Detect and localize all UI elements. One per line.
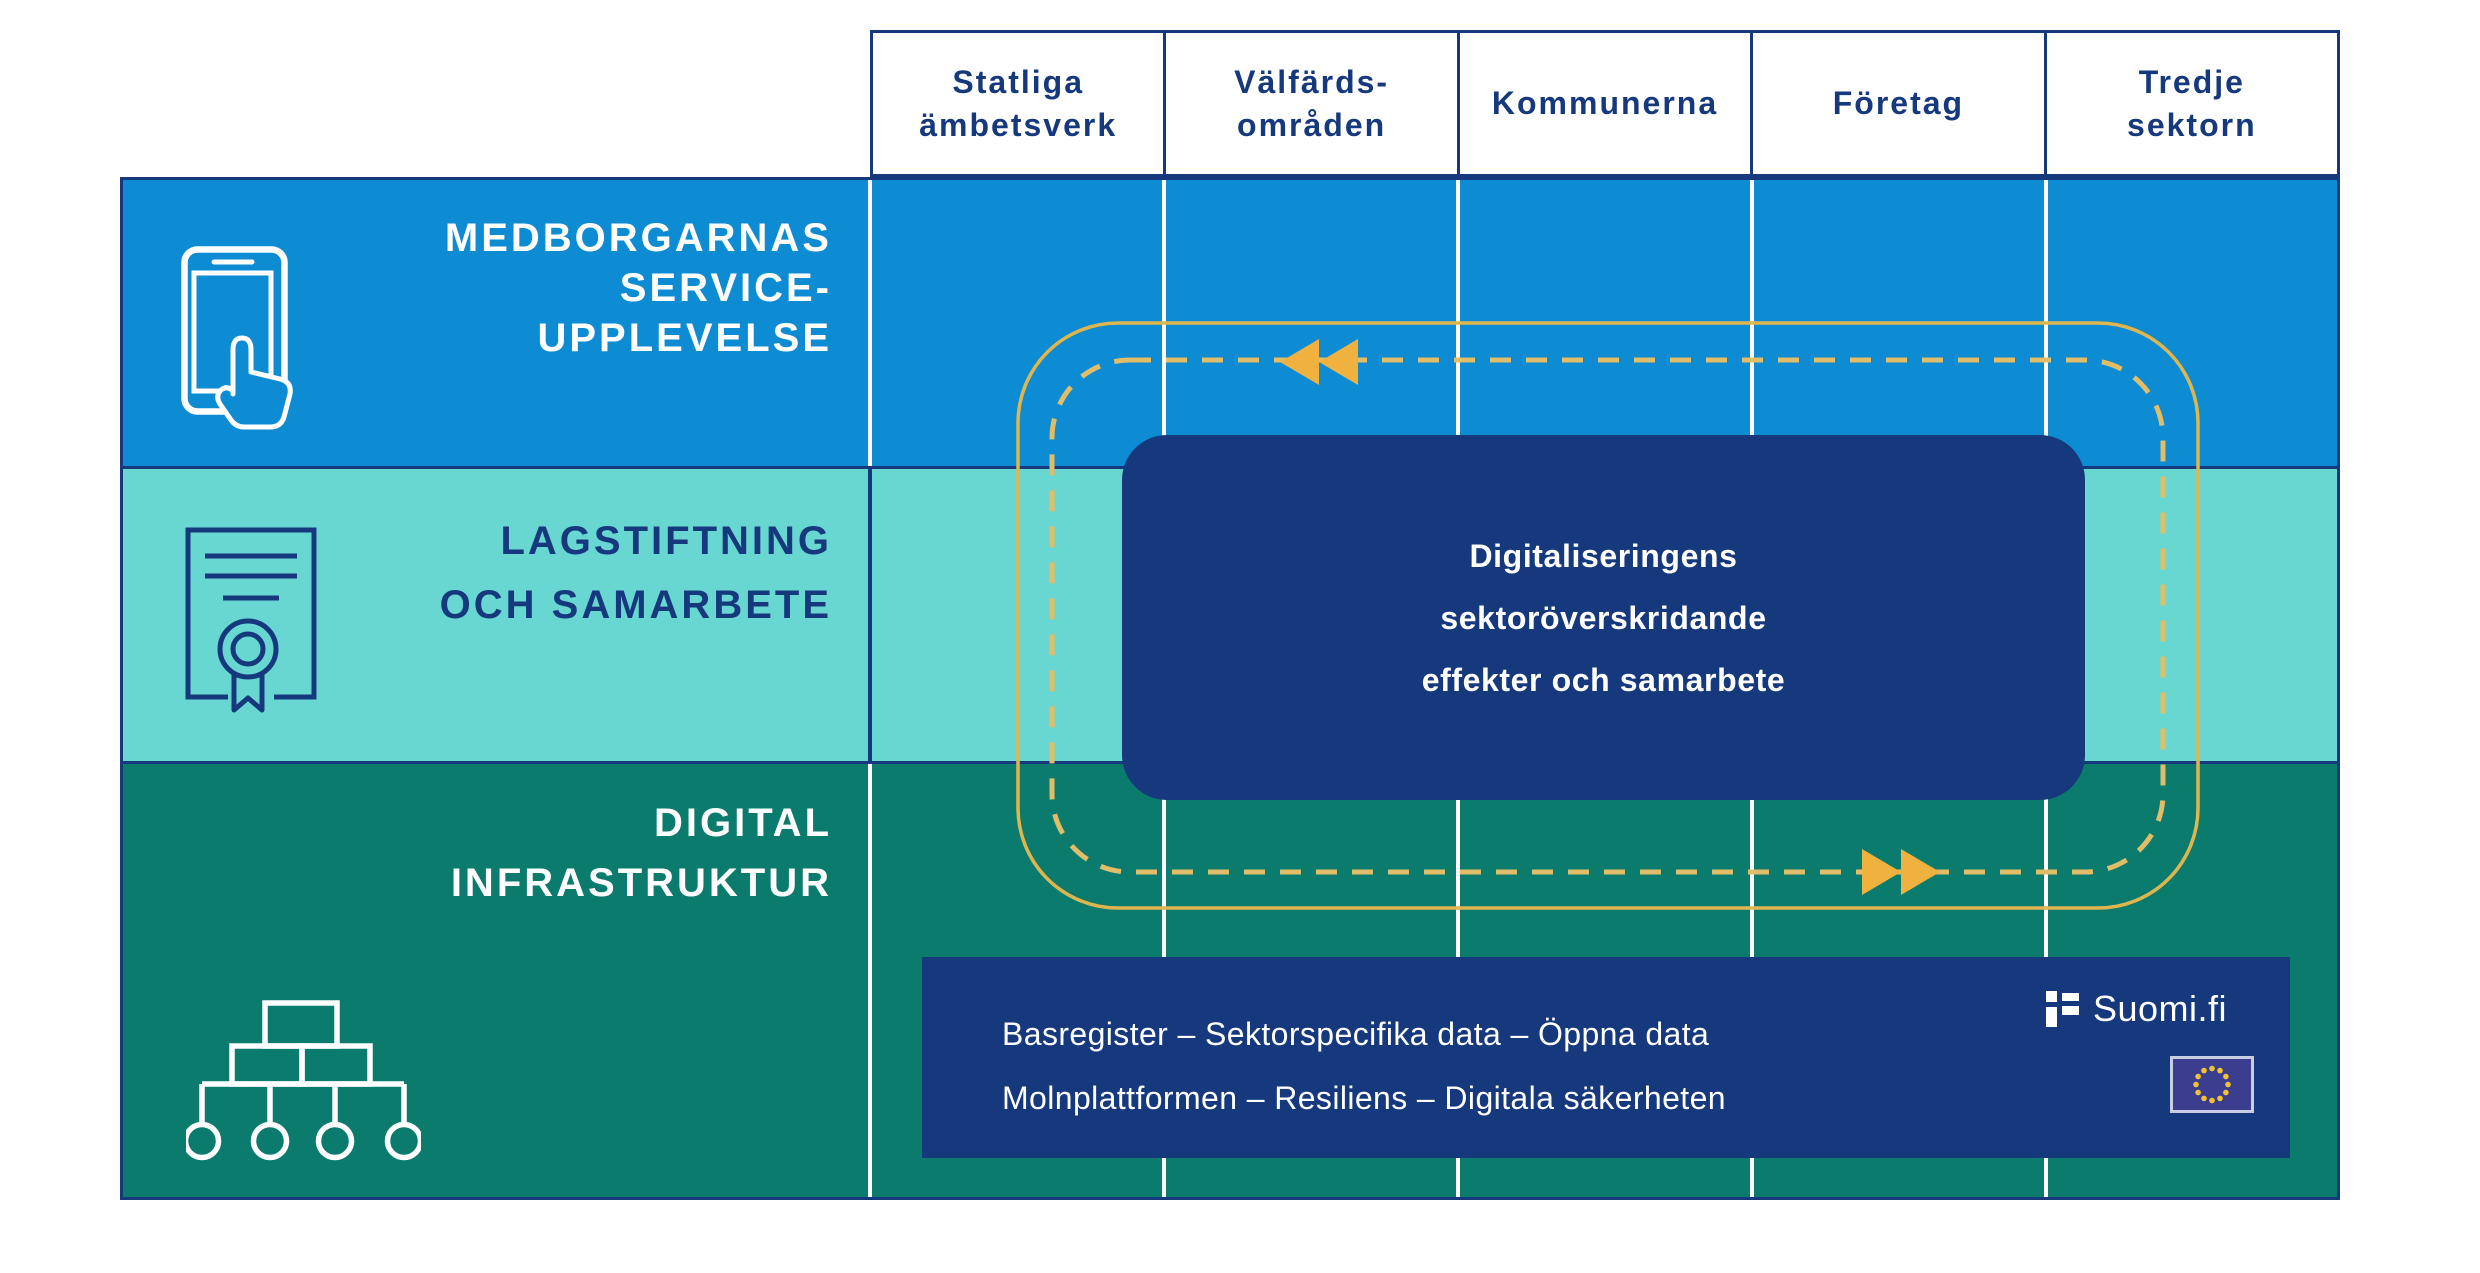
org-hierarchy-icon: [186, 1000, 421, 1165]
suomifi-logo: Suomi.fi: [2046, 988, 2227, 1030]
suomifi-wordmark: Suomi.fi: [2093, 988, 2228, 1029]
column-header-tredje-sektorn: Tredje sektorn: [2043, 33, 2337, 174]
row-label-lagstiftning-och-samarbete: LAGSTIFTNING OCH SAMARBETE: [439, 519, 832, 627]
infrastructure-text: Basregister – Sektorspecifika data – Öpp…: [1002, 1002, 1726, 1130]
phone-touch-icon: [181, 246, 306, 436]
column-headers: Statliga ämbetsverk Välfärds- områden Ko…: [870, 30, 2340, 177]
row-label-digital-infrastruktur: DIGITAL INFRASTRUKTUR: [450, 801, 832, 905]
column-header-foretag: Företag: [1750, 33, 2043, 174]
infrastructure-line-2: Molnplattformen – Resiliens – Digitala s…: [1002, 1080, 1726, 1116]
eu-flag-icon: [2170, 1056, 2254, 1113]
infrastructure-line-1: Basregister – Sektorspecifika data – Öpp…: [1002, 1016, 1710, 1052]
column-separator: [868, 177, 872, 468]
infrastructure-box: Basregister – Sektorspecifika data – Öpp…: [922, 957, 2290, 1158]
center-effects-box: Digitaliseringens sektoröverskridande ef…: [1122, 435, 2085, 800]
suomifi-flag-icon: [2046, 991, 2079, 1027]
certificate-icon: [185, 527, 317, 715]
column-header-valfardsomraden: Välfärds- områden: [1163, 33, 1456, 174]
column-header-statliga-ambetsverk: Statliga ämbetsverk: [919, 64, 1118, 143]
center-effects-text: Digitaliseringens sektoröverskridande ef…: [1421, 537, 1786, 698]
column-separator: [868, 762, 872, 1200]
column-separator: [868, 468, 872, 762]
row-label-medborgarnas-serviceupplevelse: MEDBORGARNAS SERVICE- UPPLEVELSE: [444, 216, 832, 360]
column-header-kommunerna: Kommunerna: [1456, 33, 1750, 174]
